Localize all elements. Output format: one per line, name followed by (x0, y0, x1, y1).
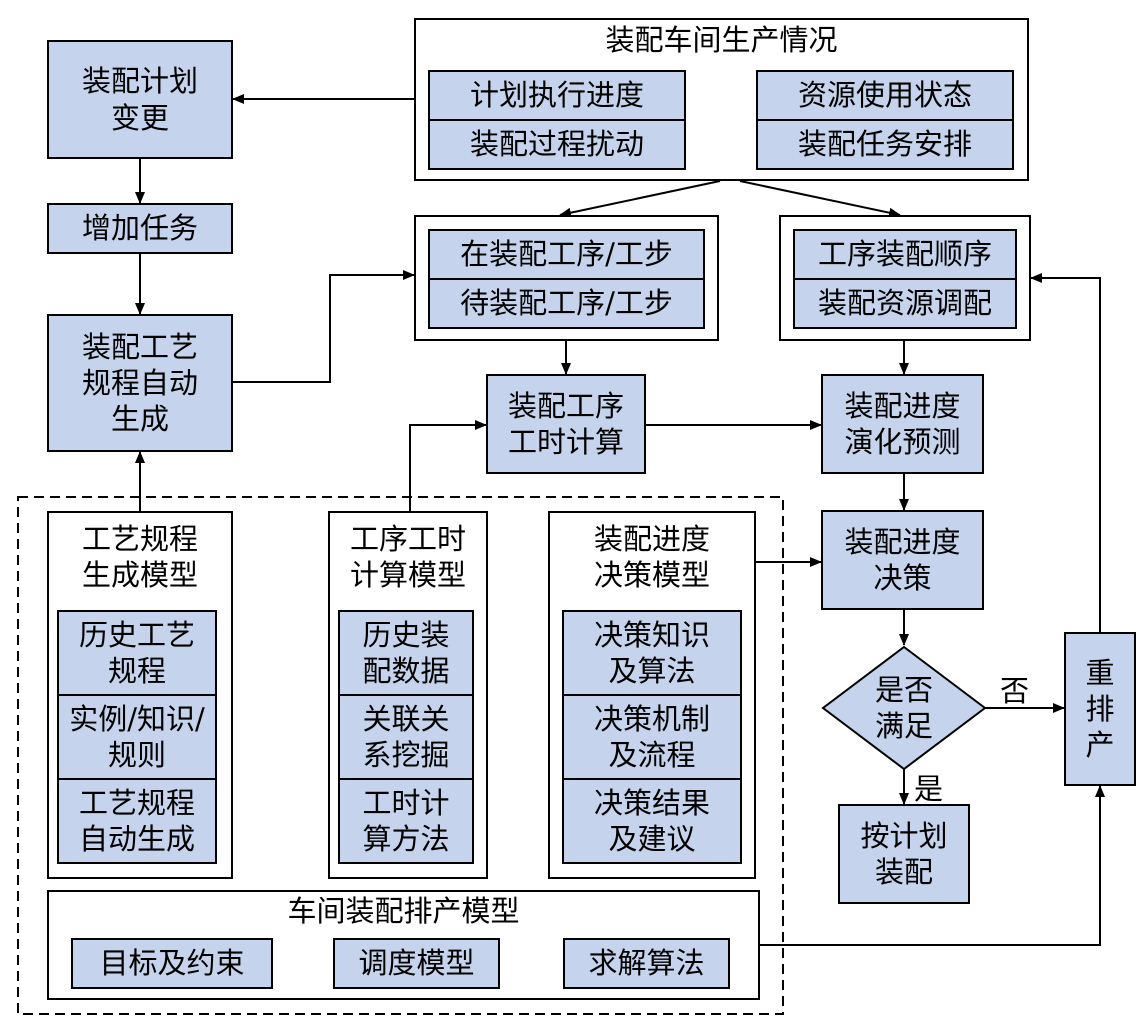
model3-item-mechanism: 决策机制及流程 (562, 694, 742, 780)
yes-label: 是 (914, 772, 944, 806)
workshop-item-plan-progress: 计划执行进度 (428, 70, 686, 121)
predict-box: 装配进度演化预测 (821, 374, 984, 474)
model2-item-mining: 关联关系挖掘 (338, 694, 474, 780)
dashed-boundary (17, 496, 784, 1015)
auto-gen-box: 装配工艺规程自动生成 (47, 314, 233, 452)
process-step-in-progress: 在装配工序/工步 (428, 229, 705, 280)
scheduling-item-objective: 目标及约束 (71, 938, 273, 989)
decision-box: 装配进度决策 (821, 510, 984, 610)
arrow-model2-to-time (409, 420, 487, 511)
resource-item-allocation: 装配资源调配 (793, 278, 1017, 329)
scheduling-item-algorithm: 求解算法 (563, 938, 730, 989)
assemble-label: 按计划装配 (860, 818, 948, 889)
model1-item-autogen: 工艺规程自动生成 (57, 778, 217, 864)
model1-item-history: 历史工艺规程 (57, 610, 217, 696)
model2-item-method: 工时计算方法 (338, 778, 474, 864)
model2-item-history-data: 历史装配数据 (338, 610, 474, 696)
assemble-box: 按计划装配 (838, 804, 970, 904)
model-decision-title: 装配进度决策模型 (593, 522, 710, 593)
no-label: 否 (1000, 674, 1030, 708)
diamond-label: 是否满足 (874, 672, 933, 743)
model3-item-knowledge: 决策知识及算法 (562, 610, 742, 696)
workshop-title: 装配车间生产情况 (605, 23, 838, 57)
arrow-workshop-to-steps (559, 180, 721, 218)
resource-item-sequence: 工序装配顺序 (793, 229, 1017, 280)
process-step-pending: 待装配工序/工步 (428, 278, 705, 329)
arrow-autogen-to-steps (233, 270, 415, 383)
auto-gen-label: 装配工艺规程自动生成 (81, 329, 198, 437)
arrow-workshop-to-resource (739, 180, 901, 218)
add-task-box: 增加任务 (47, 203, 233, 254)
workshop-item-disturbance: 装配过程扰动 (428, 119, 686, 170)
workshop-item-resource-status: 资源使用状态 (756, 70, 1014, 121)
model3-item-result: 决策结果及建议 (562, 778, 742, 864)
time-calc-label: 装配工序工时计算 (507, 388, 624, 459)
arrow-reschedule-to-resource (1030, 273, 1101, 632)
plan-change-box: 装配计划变更 (47, 40, 233, 159)
model1-item-knowledge: 实例/知识/规则 (57, 694, 217, 780)
predict-label: 装配进度演化预测 (844, 388, 961, 459)
decision-label: 装配进度决策 (844, 524, 961, 595)
scheduling-model-title: 车间装配排产模型 (287, 894, 520, 928)
add-task-label: 增加任务 (81, 211, 198, 246)
reschedule-box: 重排产 (1064, 632, 1136, 786)
time-calc-box: 装配工序工时计算 (486, 374, 646, 474)
arrow-scheduling-to-reschedule (760, 785, 1105, 946)
model-time-calc-title: 工序工时计算模型 (349, 522, 466, 593)
plan-change-label: 装配计划变更 (81, 64, 198, 135)
model-process-rules-title: 工艺规程生成模型 (81, 522, 198, 593)
scheduling-item-model: 调度模型 (333, 938, 500, 989)
workshop-item-task-arrangement: 装配任务安排 (756, 119, 1014, 170)
reschedule-label: 重排产 (1085, 655, 1115, 763)
